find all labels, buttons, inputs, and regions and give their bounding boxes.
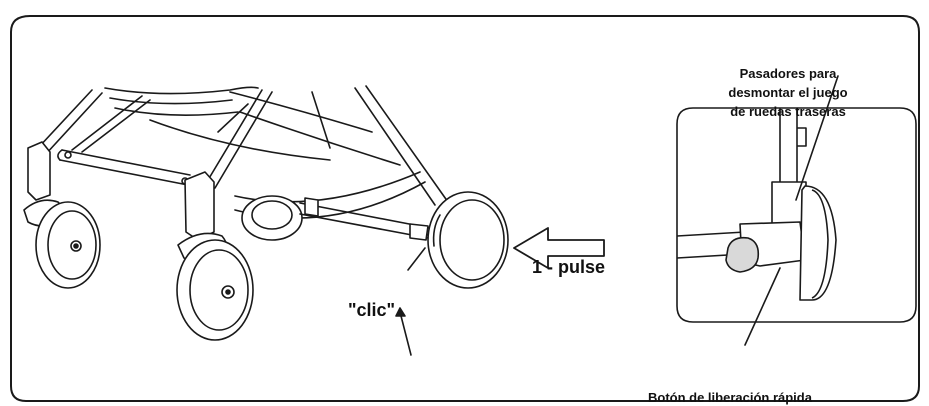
- pins-label-line-1: Pasadores para: [739, 66, 837, 81]
- detail-inset: [676, 107, 917, 323]
- front-right-caster: [176, 171, 254, 341]
- rear-frame: [311, 85, 449, 206]
- push-arrow-icon: [513, 227, 605, 269]
- pins-label-line-2: desmontar el juego: [728, 85, 848, 100]
- pins-label: Pasadores para desmontar el juego de rue…: [688, 64, 888, 121]
- release-leader-line: [744, 267, 781, 346]
- release-button-label: Botón de liberación rápida: [648, 390, 812, 405]
- click-pointer-arrow: [395, 307, 412, 356]
- front-left-caster: [23, 141, 101, 289]
- push-label: 1 - pulse: [532, 257, 606, 277]
- pins-leader-line: [795, 75, 839, 201]
- front-frame: [37, 89, 273, 189]
- rear-left-wheel: [241, 195, 303, 241]
- rear-right-wheel: [407, 191, 509, 289]
- rear-axle: [299, 197, 431, 241]
- click-label: "clic": [348, 300, 396, 320]
- pins-label-line-3: de ruedas traseras: [730, 104, 846, 119]
